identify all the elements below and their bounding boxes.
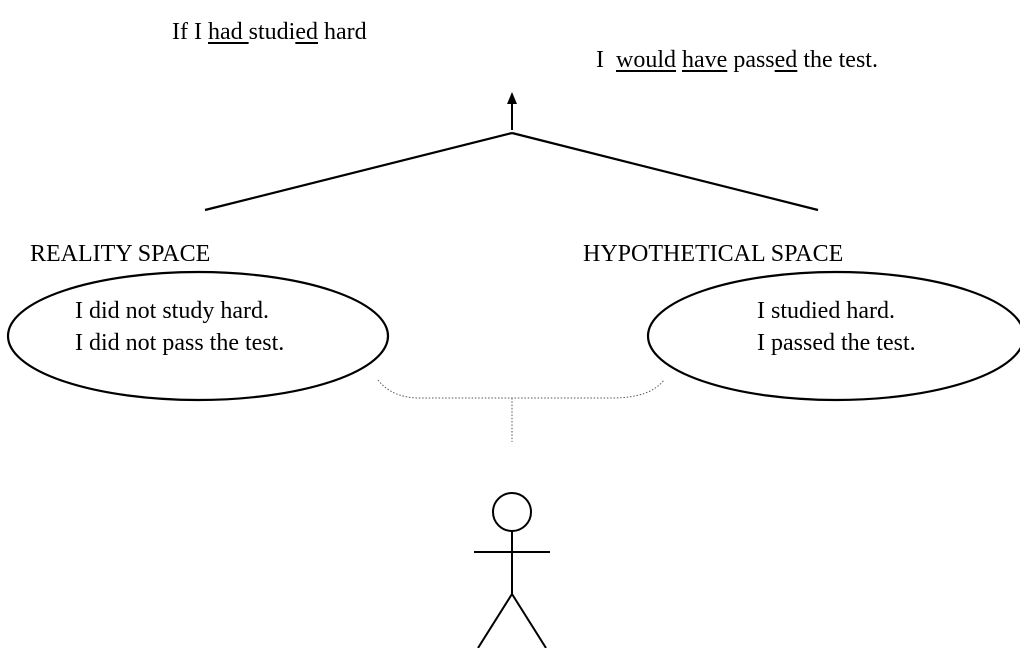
underlined-ed: ed [774, 47, 798, 73]
conditional-clause: If I had studied hard [172, 18, 367, 46]
roof-right-line [511, 131, 819, 212]
text-segment: studi [248, 19, 296, 45]
roof-left-line [204, 131, 513, 212]
reality-line-2: I did not pass the test. [75, 330, 285, 356]
hypothetical-space-label: HYPOTHETICAL SPACE [583, 241, 844, 267]
underlined-would: would [616, 47, 676, 73]
stick-figure-right-leg [511, 593, 547, 648]
underlined-ed: ed [295, 19, 318, 45]
arrow-head [507, 92, 517, 104]
reality-line-1: I did not study hard. [75, 298, 269, 324]
stick-figure-left-leg [477, 593, 513, 648]
underlined-had: had [207, 19, 249, 45]
underlined-have: have [682, 47, 728, 73]
main-clause: I would have passed the test. [584, 18, 878, 74]
text-segment: If I [172, 19, 208, 45]
text-segment: the test. [797, 47, 878, 73]
stick-figure [474, 492, 550, 648]
stick-figure-head [492, 492, 532, 532]
text-segment: hard [317, 19, 367, 45]
reality-space-ellipse [6, 270, 390, 402]
text-segment: I [596, 47, 616, 73]
hypothetical-space-ellipse [646, 270, 1020, 402]
reality-space-label: REALITY SPACE [30, 241, 211, 267]
hypothetical-line-2: I passed the test. [757, 330, 916, 356]
hypothetical-line-1: I studied hard. [757, 298, 895, 324]
text-segment: pass [727, 47, 775, 73]
dotted-connector [377, 379, 665, 399]
